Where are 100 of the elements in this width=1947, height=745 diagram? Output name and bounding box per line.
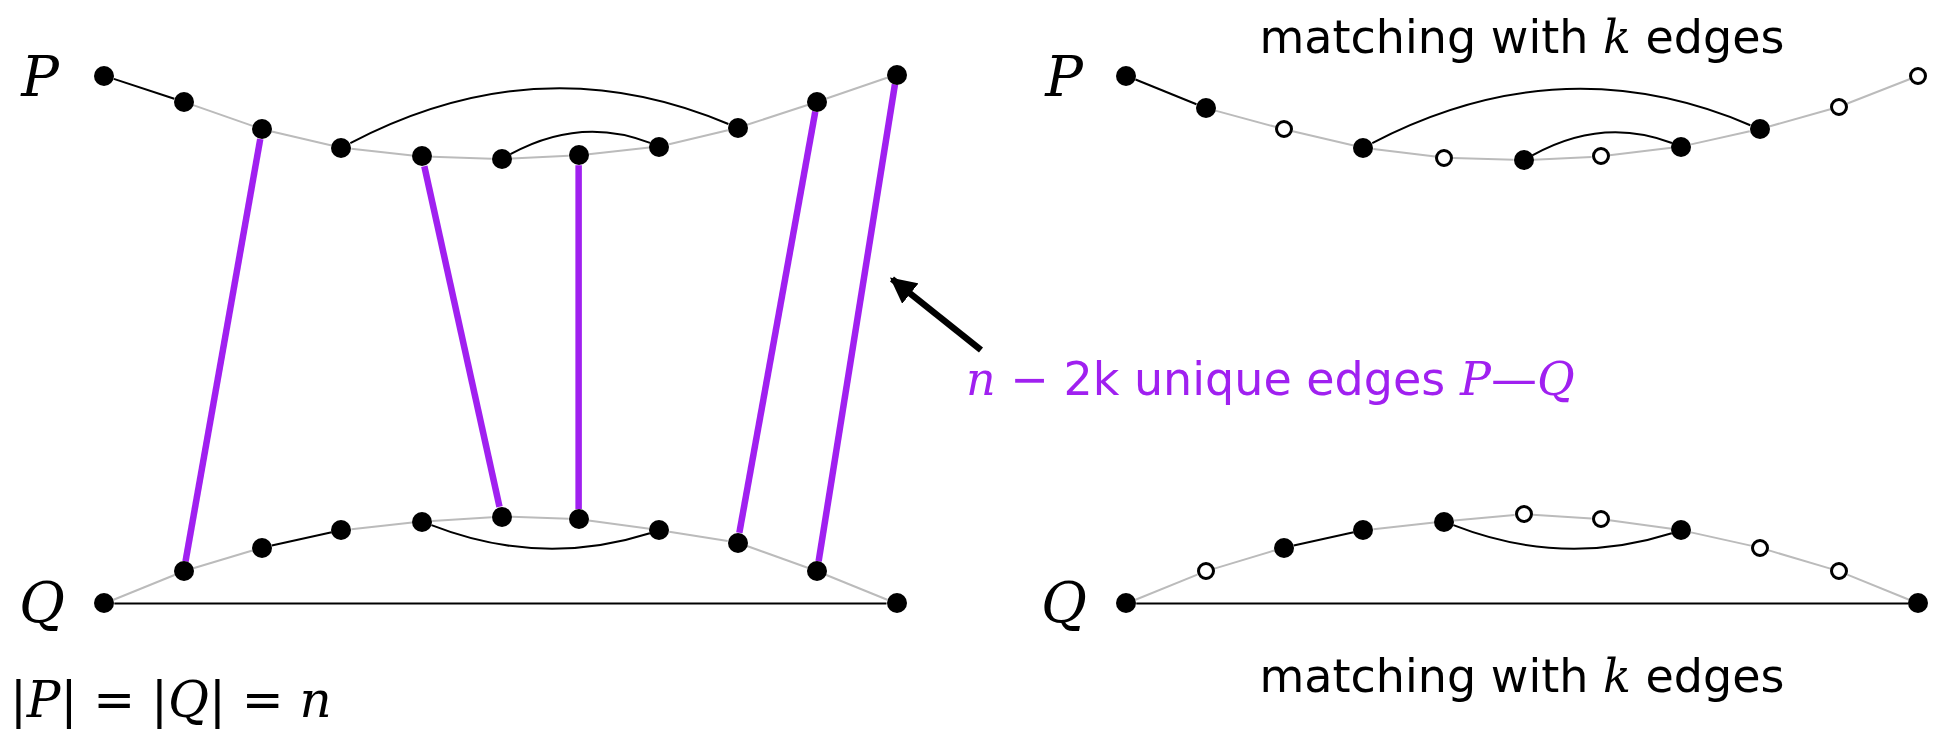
point-dot (1273, 537, 1294, 558)
edge-line (1291, 130, 1355, 147)
vertex-label: Q (1041, 569, 1087, 637)
edge-line (1135, 602, 1910, 605)
edge-line (1690, 531, 1752, 547)
edge-line (1372, 148, 1437, 158)
hollow-point (1909, 66, 1928, 85)
point-dot (1195, 98, 1216, 118)
point-dot (886, 593, 907, 614)
point-dot (1671, 520, 1692, 541)
vertex-label: Q (19, 569, 65, 637)
hollow-point (1591, 147, 1610, 166)
point-dot (173, 91, 194, 112)
hollow-point (1196, 562, 1215, 581)
edge-line (270, 531, 333, 547)
edge-line (112, 573, 176, 601)
edge-line (1213, 549, 1276, 570)
edge-line (349, 87, 730, 145)
connecting-line (182, 138, 264, 562)
point-dot (1749, 119, 1770, 140)
edge-line (1453, 513, 1516, 522)
edge-line (825, 76, 889, 100)
edge-line (192, 549, 254, 570)
point-dot (491, 506, 512, 527)
edge-line (350, 521, 414, 531)
point-dot (94, 593, 115, 614)
connecting-line (815, 83, 899, 562)
point-dot (649, 520, 670, 541)
point-dot (649, 136, 670, 157)
edge-line (1767, 549, 1832, 570)
edge-line (587, 519, 651, 530)
hollow-point (1435, 148, 1454, 167)
edge-line (192, 104, 254, 127)
edge-line (746, 103, 809, 126)
point-dot (94, 65, 115, 86)
connecting-line (736, 111, 819, 534)
edge-line (1608, 146, 1673, 157)
caption-text: matching with k edges (1259, 10, 1785, 66)
point-dot (568, 145, 589, 166)
edge-line (668, 530, 729, 543)
point-dot (727, 117, 748, 138)
point-dot (1908, 593, 1929, 614)
edge-line (113, 602, 888, 605)
hollow-point (1274, 120, 1293, 139)
edge-line (112, 77, 176, 100)
point-dot (252, 537, 272, 558)
point-dot (331, 520, 352, 541)
edge-line (1690, 130, 1751, 146)
point-dot (1116, 593, 1137, 614)
arrow (889, 276, 984, 353)
edge-line (1846, 573, 1911, 601)
edge-line (668, 129, 729, 146)
edge-line (1531, 513, 1593, 520)
vertex-label: P (1045, 43, 1083, 111)
edge-line (1531, 131, 1673, 157)
edge-line (431, 516, 493, 522)
edge-line (350, 147, 414, 157)
edge-line (270, 130, 333, 147)
annotation-text: n − 2k unique edges P—Q (966, 352, 1575, 406)
point-dot (886, 64, 907, 85)
point-dot (1513, 150, 1534, 171)
edge-line (1214, 109, 1277, 128)
edge-line (1134, 78, 1198, 106)
hollow-point (1514, 505, 1533, 524)
point-dot (491, 148, 512, 169)
point-dot (1353, 137, 1374, 158)
edge-line (509, 130, 652, 156)
edge-line (1532, 155, 1593, 161)
connecting-line (575, 165, 582, 510)
equation-text: |P| = |Q| = n (10, 670, 332, 730)
point-dot (412, 146, 433, 167)
edge-line (1134, 573, 1199, 601)
caption-text: matching with k edges (1259, 649, 1785, 705)
hollow-point (1829, 562, 1848, 581)
hollow-point (1829, 97, 1848, 116)
edge-line (1371, 88, 1752, 145)
edge-line (431, 155, 493, 160)
point-dot (807, 561, 828, 582)
point-dot (173, 561, 194, 582)
point-dot (1434, 511, 1455, 532)
edge-line (1768, 108, 1832, 128)
edge-line (510, 154, 570, 160)
point-dot (252, 119, 272, 140)
edge-line (825, 573, 889, 601)
edge-line (587, 146, 651, 156)
vertex-label: P (21, 43, 59, 111)
edge-line (746, 545, 809, 569)
point-dot (412, 511, 433, 532)
point-dot (331, 137, 352, 158)
edge-line (1452, 157, 1515, 161)
edge-line (1292, 531, 1355, 547)
point-dot (568, 509, 589, 530)
edge-line (1452, 524, 1673, 550)
edge-line (430, 524, 651, 550)
point-dot (807, 91, 828, 112)
point-dot (1671, 136, 1692, 157)
edge-line (1372, 521, 1436, 531)
edge-line (1846, 78, 1912, 105)
point-dot (727, 532, 748, 553)
point-dot (1353, 520, 1374, 541)
